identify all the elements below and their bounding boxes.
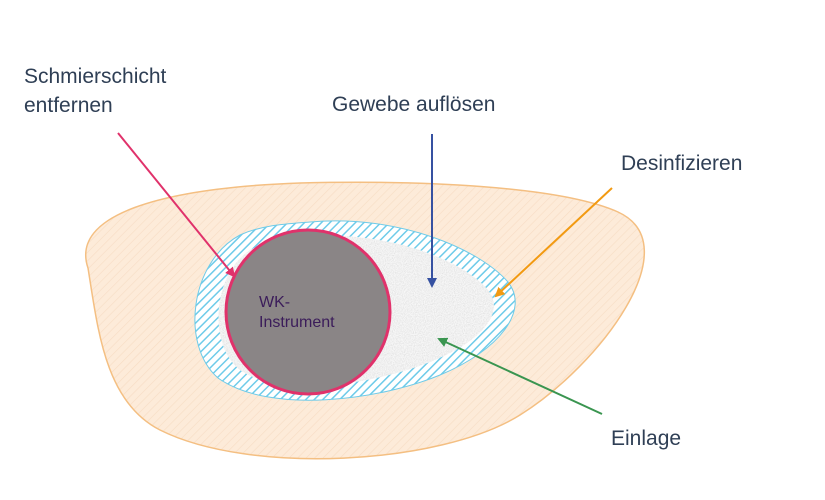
insert-label: Einlage xyxy=(611,427,682,450)
disinfect-label: Desinfizieren xyxy=(621,152,743,175)
smear-layer-label-line2: entfernen xyxy=(24,94,113,117)
instrument-label: WK- Instrument xyxy=(259,293,335,333)
arrow-insert xyxy=(437,337,603,415)
arrow-disinfect xyxy=(494,187,613,298)
smear-layer-label: Schmierschicht entfernen xyxy=(24,62,166,120)
instrument-label-line1: WK- xyxy=(259,294,291,311)
arrow-smear xyxy=(117,132,236,278)
instrument-label-line2: Instrument xyxy=(259,314,335,331)
smear-layer-label-line1: Schmierschicht xyxy=(24,65,167,88)
instrument-circle xyxy=(224,228,392,396)
tissue-dissolve-label: Gewebe auflösen xyxy=(332,93,496,116)
